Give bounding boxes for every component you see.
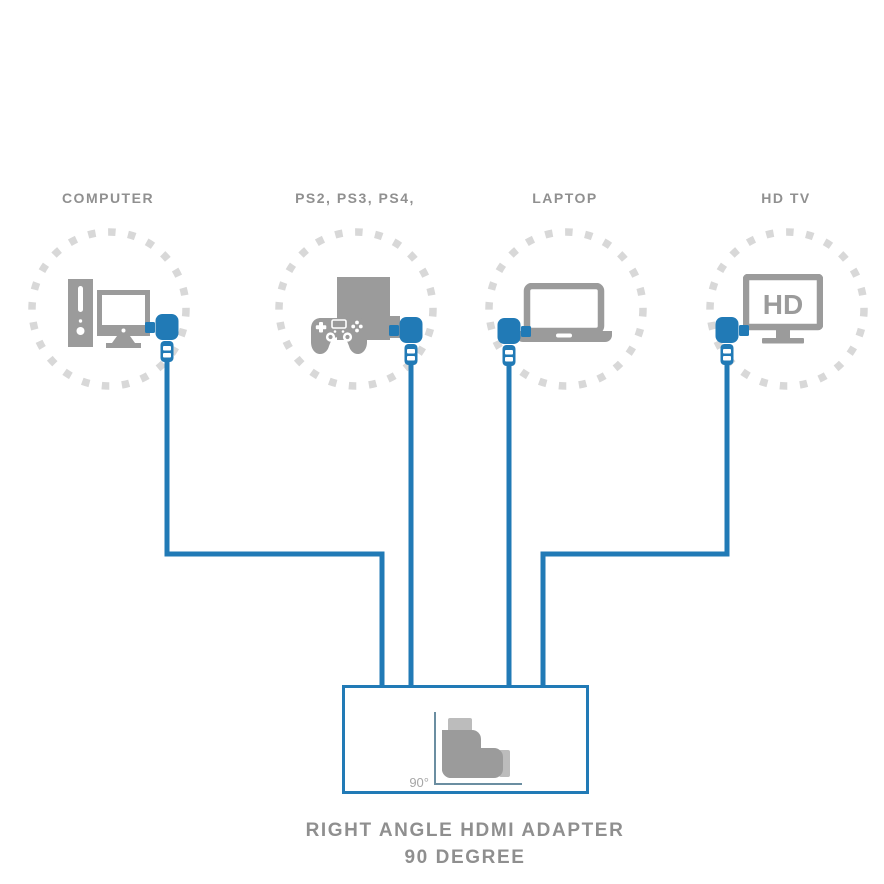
computer-icon (68, 279, 150, 348)
angle-label: 90° (409, 775, 429, 790)
cable-computer (164, 350, 385, 686)
dashed-circle (485, 228, 647, 390)
hdmi-connector-laptop-icon (497, 318, 531, 366)
hdtv-icon: HD (743, 274, 823, 344)
device-computer: COMPUTER (0, 190, 218, 420)
device-game-console: PS2, PS3, PS4, (245, 190, 465, 420)
laptop-label: LAPTOP (532, 190, 598, 206)
dashed-circle (706, 228, 868, 390)
caption-line1: RIGHT ANGLE HDMI ADAPTER (305, 820, 625, 841)
cable-hdtv (540, 355, 730, 686)
hdmi-connector-console-icon (389, 317, 423, 365)
device-hdtv: HD TV HD (676, 190, 884, 420)
hdtv-screen-text: HD (763, 289, 803, 320)
caption-line2: 90 DEGREE (404, 847, 526, 868)
laptop-icon (516, 283, 612, 342)
device-laptop: LAPTOP (455, 190, 675, 420)
computer-label: COMPUTER (61, 190, 155, 206)
game-console-label: PS2, PS3, PS4, (295, 190, 415, 206)
dashed-circle (275, 228, 437, 390)
hdmi-connector-computer-icon (145, 314, 179, 362)
right-angle-adapter-icon: 90° (409, 712, 522, 790)
hdmi-connector-hdtv-icon (715, 317, 749, 365)
dashed-circle (28, 228, 190, 390)
game-console-icon (311, 277, 400, 354)
hdtv-label: HD TV (761, 190, 811, 206)
